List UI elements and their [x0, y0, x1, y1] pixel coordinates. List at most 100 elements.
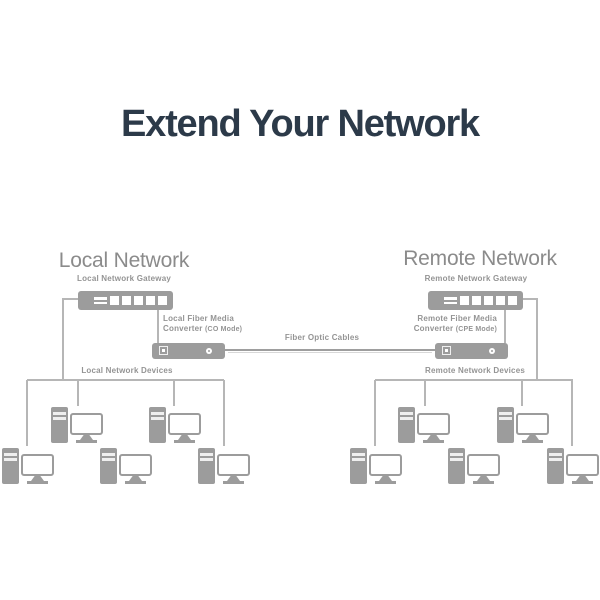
fiber-port-icon: [159, 346, 168, 355]
monitor-base-icon: [174, 440, 195, 443]
monitor-icon: [369, 454, 402, 476]
gateway-port-icon: [110, 296, 119, 305]
status-led-icon: [206, 348, 212, 354]
desktop-tower-icon: [51, 407, 68, 443]
gateway-port-icon: [122, 296, 131, 305]
monitor-base-icon: [76, 440, 97, 443]
remote-devices-bus-line: [375, 379, 573, 381]
local-drop-line: [26, 380, 28, 446]
fiber-cables-label: Fiber Optic Cables: [284, 333, 360, 342]
gateway-ports: [444, 296, 517, 305]
desktop-tower-icon: [2, 448, 19, 484]
monitor-stand-icon: [129, 476, 142, 481]
local-drop-line: [173, 380, 175, 406]
local-devices-label: Local Network Devices: [81, 366, 173, 375]
monitor-stand-icon: [178, 435, 191, 440]
remote-converter-icon: [435, 343, 508, 359]
monitor-icon: [168, 413, 201, 435]
gateway-port-icon: [472, 296, 481, 305]
desktop-tower-icon: [547, 448, 564, 484]
monitor-stand-icon: [526, 435, 539, 440]
status-led-icon: [489, 348, 495, 354]
monitor-base-icon: [423, 440, 444, 443]
monitor-icon: [70, 413, 103, 435]
local-drop-line: [223, 380, 225, 446]
local-gateway-icon: [78, 291, 173, 310]
monitor-stand-icon: [31, 476, 44, 481]
monitor-icon: [217, 454, 250, 476]
desktop-tower-icon: [198, 448, 215, 484]
monitor-base-icon: [522, 440, 543, 443]
workstation-icon: [2, 448, 54, 485]
monitor-base-icon: [125, 481, 146, 484]
remote-converter-link-line: [504, 310, 506, 343]
remote-gateway-elbow-line: [523, 298, 537, 300]
monitor-icon: [119, 454, 152, 476]
monitor-base-icon: [27, 481, 48, 484]
local-gateway-elbow-line: [63, 298, 78, 300]
desktop-tower-icon: [100, 448, 117, 484]
workstation-icon: [51, 407, 103, 444]
gateway-port-icon: [508, 296, 517, 305]
remote-drop-line: [374, 380, 376, 446]
monitor-icon: [566, 454, 599, 476]
monitor-icon: [21, 454, 54, 476]
remote-converter-label: Remote Fiber Media Converter (CPE Mode): [413, 314, 497, 333]
gateway-port-icon: [158, 296, 167, 305]
monitor-stand-icon: [477, 476, 490, 481]
remote-drop-line: [424, 380, 426, 406]
monitor-base-icon: [473, 481, 494, 484]
desktop-tower-icon: [497, 407, 514, 443]
fiber-port-icon: [442, 346, 451, 355]
monitor-icon: [516, 413, 549, 435]
local-network-heading: Local Network: [58, 249, 190, 272]
monitor-icon: [417, 413, 450, 435]
gateway-port-icon: [146, 296, 155, 305]
local-converter-label: Local Fiber Media Converter (CO Mode): [163, 314, 243, 333]
desktop-tower-icon: [350, 448, 367, 484]
monitor-stand-icon: [80, 435, 93, 440]
fiber-cable-line: [225, 349, 435, 351]
local-gateway-downlink-line: [62, 298, 64, 380]
gateway-port-icon: [484, 296, 493, 305]
desktop-tower-icon: [149, 407, 166, 443]
workstation-icon: [547, 448, 599, 485]
remote-gateway-icon: [428, 291, 523, 310]
monitor-icon: [467, 454, 500, 476]
monitor-stand-icon: [427, 435, 440, 440]
local-drop-line: [77, 380, 79, 406]
workstation-icon: [398, 407, 450, 444]
desktop-tower-icon: [448, 448, 465, 484]
monitor-base-icon: [572, 481, 593, 484]
gateway-vent-icon: [444, 297, 457, 304]
gateway-ports: [94, 296, 167, 305]
workstation-icon: [100, 448, 152, 485]
monitor-base-icon: [375, 481, 396, 484]
monitor-base-icon: [223, 481, 244, 484]
workstation-icon: [149, 407, 201, 444]
local-converter-link-line: [157, 310, 159, 343]
monitor-stand-icon: [227, 476, 240, 481]
workstation-icon: [198, 448, 250, 485]
fiber-cable-line-secondary: [228, 352, 432, 353]
remote-network-heading: Remote Network: [403, 247, 557, 270]
local-devices-bus-line: [27, 379, 224, 381]
gateway-port-icon: [134, 296, 143, 305]
workstation-icon: [350, 448, 402, 485]
gateway-port-icon: [496, 296, 505, 305]
page-title: Extend Your Network: [121, 103, 480, 145]
remote-gateway-label: Remote Network Gateway: [424, 274, 528, 283]
remote-gateway-downlink-line: [536, 298, 538, 380]
gateway-port-icon: [460, 296, 469, 305]
remote-devices-label: Remote Network Devices: [425, 366, 525, 375]
local-gateway-label: Local Network Gateway: [76, 274, 172, 283]
workstation-icon: [448, 448, 500, 485]
gateway-vent-icon: [94, 297, 107, 304]
remote-drop-line: [571, 380, 573, 446]
remote-drop-line: [521, 380, 523, 406]
monitor-stand-icon: [576, 476, 589, 481]
monitor-stand-icon: [379, 476, 392, 481]
workstation-icon: [497, 407, 549, 444]
local-converter-icon: [152, 343, 225, 359]
